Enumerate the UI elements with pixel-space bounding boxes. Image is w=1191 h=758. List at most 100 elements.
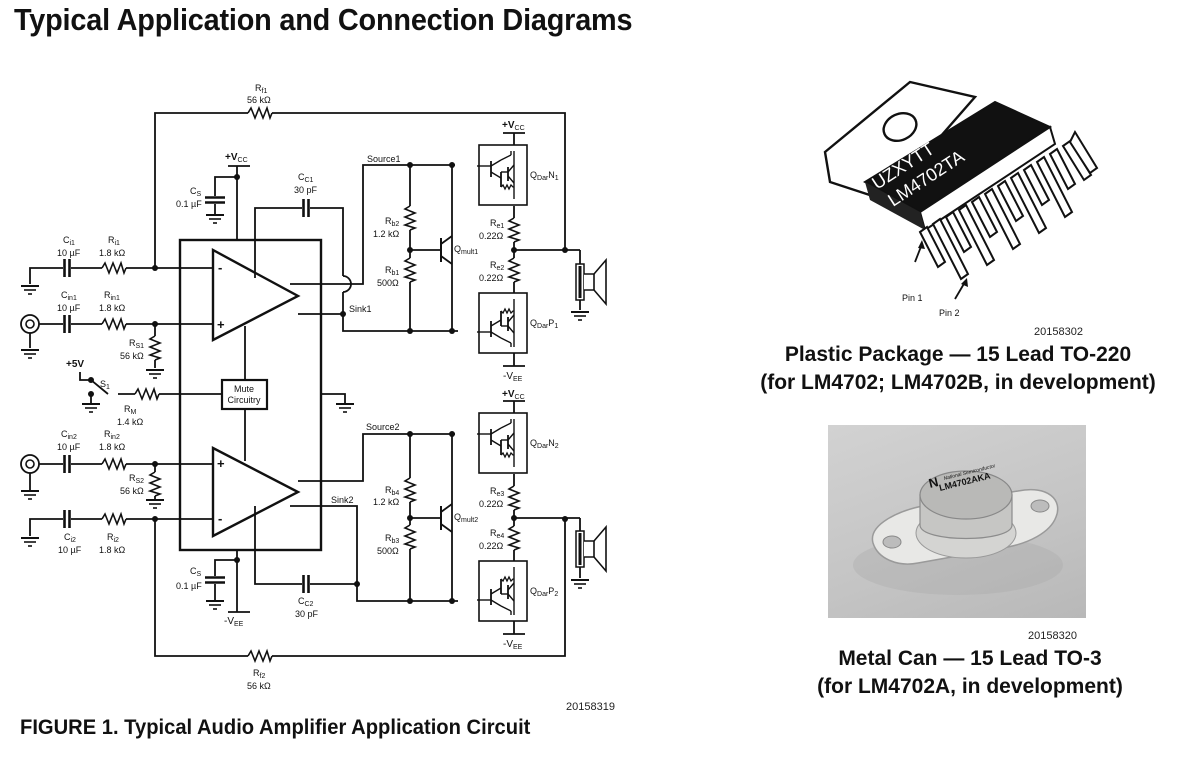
darlington-qn2 xyxy=(476,412,528,474)
svg-text:Rf1: Rf1 xyxy=(255,83,267,95)
input-jack-1 xyxy=(20,314,40,334)
svg-text:Re4: Re4 xyxy=(490,528,504,540)
mute-label-1: Mute xyxy=(234,384,254,394)
svg-text:CC1: CC1 xyxy=(298,172,314,184)
svg-text:+VCC: +VCC xyxy=(502,389,525,401)
svg-text:30 pF: 30 pF xyxy=(295,609,319,619)
opamp2-minus: - xyxy=(218,511,222,526)
svg-text:Rin1: Rin1 xyxy=(104,290,120,302)
svg-text:-VEE: -VEE xyxy=(224,616,244,628)
svg-text:+5V: +5V xyxy=(66,359,84,370)
svg-text:CC2: CC2 xyxy=(298,596,314,608)
package1-caption: Plastic Package — 15 Lead TO-220 (for LM… xyxy=(740,341,1176,397)
to3-metal-can-photo: LM4702AKA N National Semiconductor xyxy=(828,425,1086,618)
svg-text:Sink1: Sink1 xyxy=(349,304,372,314)
svg-text:QDarP1: QDarP1 xyxy=(530,318,558,330)
svg-text:1.8 kΩ: 1.8 kΩ xyxy=(99,303,126,313)
package2-caption: Metal Can — 15 Lead TO-3 (for LM4702A, i… xyxy=(780,645,1160,701)
svg-text:1.2 kΩ: 1.2 kΩ xyxy=(373,229,400,239)
svg-text:0.22Ω: 0.22Ω xyxy=(479,541,504,551)
svg-text:Qmult2: Qmult2 xyxy=(454,512,478,524)
svg-text:56 kΩ: 56 kΩ xyxy=(247,95,271,105)
opamp2-plus: + xyxy=(217,456,225,471)
svg-text:Rf2: Rf2 xyxy=(253,668,265,680)
pin1-label: Pin 1 xyxy=(902,293,923,303)
capacitor-cin2 xyxy=(63,453,71,475)
svg-text:Rb4: Rb4 xyxy=(385,485,399,497)
resistor-rin1 xyxy=(101,318,127,330)
audio-amplifier-schematic: - + + - Mute Circuitry Rf1 56 kΩ Rf2 56 … xyxy=(20,83,608,691)
speaker-1 xyxy=(574,258,608,306)
capacitor-cc2 xyxy=(302,573,310,595)
resistor-rb2 xyxy=(404,205,416,231)
svg-text:Source2: Source2 xyxy=(366,422,400,432)
svg-text:10 µF: 10 µF xyxy=(57,303,81,313)
resistor-rb1 xyxy=(404,257,416,283)
resistor-ri2 xyxy=(101,513,127,525)
svg-text:10 µF: 10 µF xyxy=(57,248,81,258)
resistor-re4 xyxy=(508,525,520,551)
svg-text:CS: CS xyxy=(190,186,202,198)
to220-package-drawing: UZXYTT LM4702TA N Pin 1 Pin 2 xyxy=(823,80,1099,318)
svg-text:Cin2: Cin2 xyxy=(61,429,77,441)
svg-text:RS2: RS2 xyxy=(129,473,144,485)
svg-text:56 kΩ: 56 kΩ xyxy=(120,351,144,361)
svg-text:+VCC: +VCC xyxy=(502,120,525,132)
svg-text:CS: CS xyxy=(190,566,202,578)
svg-text:-VEE: -VEE xyxy=(503,371,523,383)
svg-text:1.8 kΩ: 1.8 kΩ xyxy=(99,442,126,452)
svg-text:QDarP2: QDarP2 xyxy=(530,586,558,598)
svg-text:RM: RM xyxy=(124,404,137,416)
resistor-rf1 xyxy=(247,107,273,119)
resistor-rb3 xyxy=(404,524,416,550)
package1-caption-line2: (for LM4702; LM4702B, in development) xyxy=(760,371,1156,394)
pin2-label: Pin 2 xyxy=(939,308,960,318)
resistor-re2 xyxy=(508,257,520,283)
component-labels: Rf1 56 kΩ Rf2 56 kΩ +VCC -VEE CS 0.1 µF … xyxy=(57,83,559,691)
svg-text:500Ω: 500Ω xyxy=(377,546,399,556)
darlington-qn1 xyxy=(476,144,528,206)
darlington-qp2 xyxy=(476,560,528,622)
resistor-rm xyxy=(134,388,160,400)
capacitor-cin1 xyxy=(63,313,71,335)
svg-text:Re3: Re3 xyxy=(490,486,504,498)
page-title: Typical Application and Connection Diagr… xyxy=(14,2,633,37)
svg-text:Rin2: Rin2 xyxy=(104,429,120,441)
figure1-id: 20158319 xyxy=(566,701,615,713)
svg-text:30 pF: 30 pF xyxy=(294,185,318,195)
svg-text:Re1: Re1 xyxy=(490,218,504,230)
resistor-rs2 xyxy=(149,471,161,497)
national-logo-icon: N xyxy=(927,474,940,491)
svg-text:-VEE: -VEE xyxy=(503,639,523,651)
svg-text:0.22Ω: 0.22Ω xyxy=(479,231,504,241)
capacitor-cs-top xyxy=(203,196,227,204)
package1-id: 20158302 xyxy=(1034,326,1083,338)
opamp1-plus: + xyxy=(217,317,225,332)
svg-text:0.22Ω: 0.22Ω xyxy=(479,273,504,283)
svg-text:1.8 kΩ: 1.8 kΩ xyxy=(99,545,126,555)
svg-text:QDarN1: QDarN1 xyxy=(530,170,559,182)
svg-text:Rb3: Rb3 xyxy=(385,533,399,545)
capacitor-cc1 xyxy=(302,197,310,219)
svg-text:Ri1: Ri1 xyxy=(108,235,120,247)
resistor-rin2 xyxy=(101,458,127,470)
svg-text:+VCC: +VCC xyxy=(225,152,248,164)
svg-text:RS1: RS1 xyxy=(129,338,144,350)
svg-text:0.22Ω: 0.22Ω xyxy=(479,499,504,509)
svg-text:10 µF: 10 µF xyxy=(57,442,81,452)
svg-text:Cin1: Cin1 xyxy=(61,290,77,302)
resistor-re3 xyxy=(508,485,520,511)
svg-text:Rb1: Rb1 xyxy=(385,265,399,277)
svg-text:Re2: Re2 xyxy=(490,260,504,272)
svg-text:Source1: Source1 xyxy=(367,154,401,164)
svg-text:Ci2: Ci2 xyxy=(64,532,76,544)
speaker-2 xyxy=(574,525,608,573)
package2-caption-line2: (for LM4702A, in development) xyxy=(817,675,1123,698)
svg-text:1.2 kΩ: 1.2 kΩ xyxy=(373,497,400,507)
figure1-caption: FIGURE 1. Typical Audio Amplifier Applic… xyxy=(20,716,531,739)
svg-text:500Ω: 500Ω xyxy=(377,278,399,288)
svg-text:1.8 kΩ: 1.8 kΩ xyxy=(99,248,126,258)
capacitor-cs-bottom xyxy=(203,576,227,584)
package2-caption-line1: Metal Can — 15 Lead TO-3 xyxy=(838,647,1102,670)
svg-text:0.1 µF: 0.1 µF xyxy=(176,199,202,209)
